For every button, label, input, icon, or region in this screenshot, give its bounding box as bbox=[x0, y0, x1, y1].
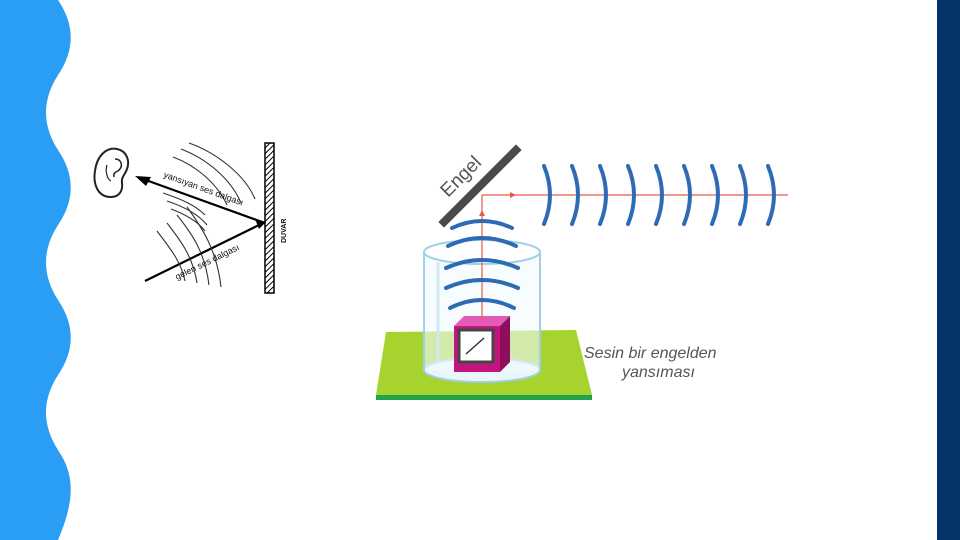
wall-reflection-diagram: DUVAR yansıyan ses dalgası gele bbox=[93, 142, 288, 294]
caption-line-1: Sesin bir engelden bbox=[584, 345, 717, 362]
reflected-wave-arcs bbox=[162, 142, 256, 232]
ear-icon bbox=[93, 147, 130, 199]
obstacle-plate bbox=[438, 144, 522, 228]
reflected-sound-waves bbox=[542, 164, 776, 226]
incoming-wave-arcs bbox=[156, 206, 222, 288]
obstacle-reflection-diagram: Engel Sesin bir engelden yansıması bbox=[376, 144, 788, 400]
left-wavy-band bbox=[0, 0, 71, 540]
rising-sound-waves bbox=[444, 219, 520, 310]
incoming-wave-arrow bbox=[144, 219, 266, 282]
obstacle-label: Engel bbox=[437, 152, 486, 201]
caption-line-2: yansıması bbox=[621, 364, 695, 381]
reflected-wave-arrow bbox=[135, 176, 266, 225]
wall-label: DUVAR bbox=[281, 219, 288, 243]
right-navy-bar bbox=[937, 0, 960, 540]
wall bbox=[264, 142, 275, 294]
sound-source-box bbox=[454, 316, 510, 372]
